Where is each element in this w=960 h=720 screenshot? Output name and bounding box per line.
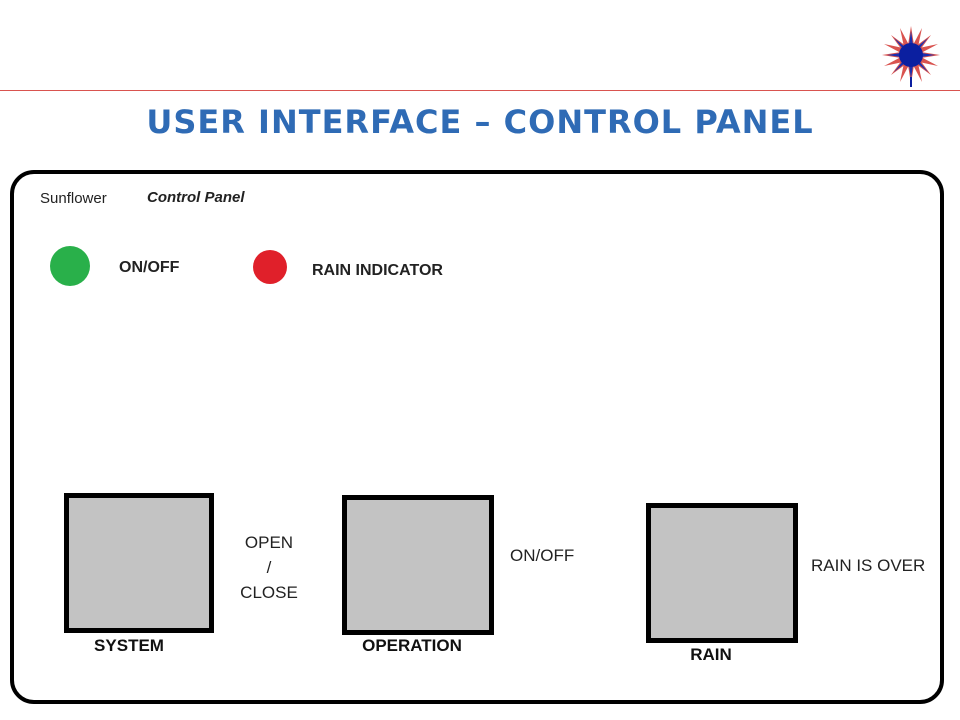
rain-button-caption: RAIN bbox=[690, 645, 732, 664]
operation-button[interactable] bbox=[342, 495, 494, 635]
panel-name: Control Panel bbox=[147, 189, 245, 206]
rain-indicator-light bbox=[253, 250, 287, 284]
power-indicator-light bbox=[50, 246, 90, 286]
power-indicator-label: ON/OFF bbox=[119, 259, 180, 276]
page-title: USER INTERFACE – CONTROL PANEL bbox=[146, 103, 814, 141]
operation-button-side-label: ON/OFF bbox=[510, 546, 575, 565]
rain-indicator-label: RAIN INDICATOR bbox=[312, 262, 443, 279]
system-button-side-label: OPEN / CLOSE bbox=[234, 530, 304, 605]
header-divider bbox=[0, 90, 960, 91]
rain-button-side-label: RAIN IS OVER bbox=[811, 556, 926, 575]
close-text: CLOSE bbox=[240, 583, 298, 602]
sunburst-icon bbox=[882, 26, 940, 87]
slash-text: / bbox=[266, 558, 272, 577]
system-button[interactable] bbox=[64, 493, 214, 633]
system-button-caption: SYSTEM bbox=[94, 636, 164, 655]
rain-button[interactable] bbox=[646, 503, 798, 643]
open-text: OPEN bbox=[244, 533, 294, 552]
app-name: Sunflower bbox=[40, 190, 107, 207]
operation-button-caption: OPERATION bbox=[362, 636, 462, 655]
